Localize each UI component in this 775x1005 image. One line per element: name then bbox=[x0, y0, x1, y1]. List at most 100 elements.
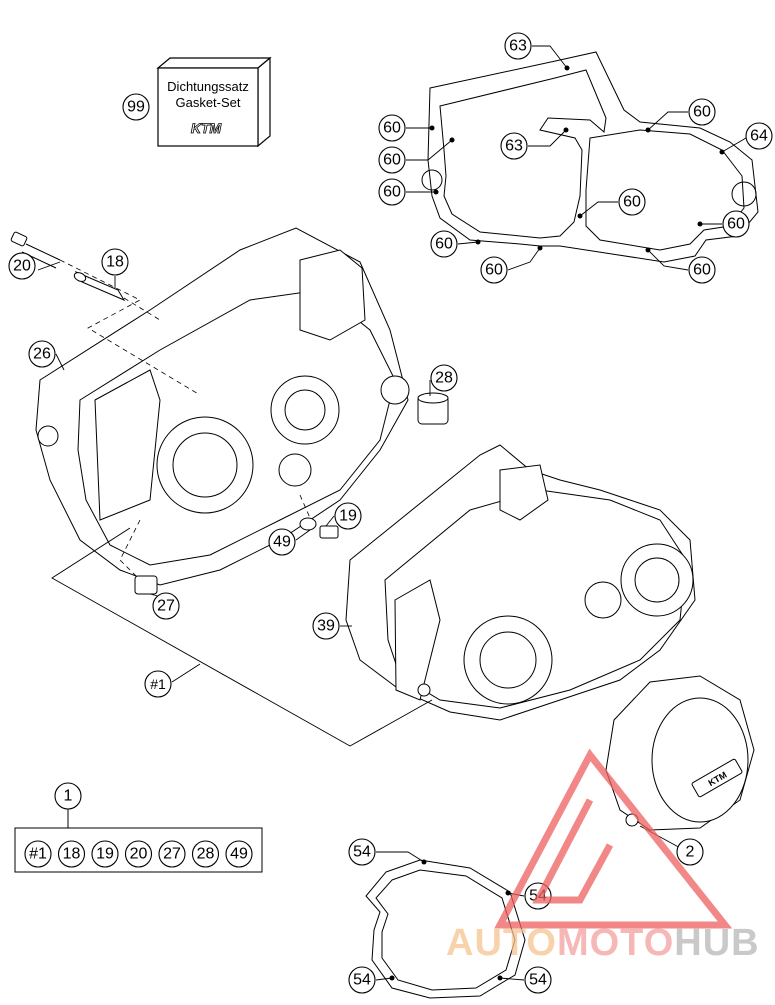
kit-item-circle bbox=[191, 840, 220, 868]
callout-60f: 60 bbox=[722, 210, 750, 238]
left-small-bore bbox=[278, 453, 312, 487]
leader-60i bbox=[647, 249, 689, 271]
wm-triangle-inner bbox=[532, 798, 614, 904]
dowel-18 bbox=[73, 270, 126, 302]
svg-text:1: 1 bbox=[64, 788, 73, 805]
callout-sub1: #1 bbox=[144, 670, 172, 698]
right-case-ribs bbox=[394, 579, 441, 701]
callout-63b: 63 bbox=[500, 132, 528, 160]
gasket-inner-cylinder bbox=[439, 69, 607, 239]
kit-item-49: 49 bbox=[225, 840, 253, 868]
leader-60g bbox=[457, 241, 479, 245]
leader-64 bbox=[721, 137, 747, 153]
kit-label-german: Dichtungssatz bbox=[167, 79, 249, 94]
kit-item-label: 18 bbox=[63, 846, 81, 863]
leader-63a bbox=[532, 45, 568, 69]
leader-sub1 bbox=[171, 663, 201, 683]
callout-60d: 60 bbox=[688, 98, 716, 126]
kit-box-front bbox=[157, 67, 259, 147]
callout-54d: 54 bbox=[524, 966, 552, 994]
gasket-bolt-dots bbox=[429, 65, 725, 253]
callout-99: 99 bbox=[122, 93, 150, 121]
washer bbox=[299, 517, 317, 531]
assembly-bracket-lines bbox=[51, 527, 433, 747]
leader-60e bbox=[579, 201, 618, 217]
svg-text:63: 63 bbox=[509, 38, 527, 55]
svg-text:63: 63 bbox=[505, 138, 523, 155]
leader-60d bbox=[647, 111, 688, 131]
callout-63a: 63 bbox=[504, 32, 532, 60]
leader-lines bbox=[37, 45, 747, 981]
callout-49: 49 bbox=[268, 528, 296, 556]
callout-60h: 60 bbox=[480, 256, 508, 284]
kit-item-circle bbox=[225, 840, 253, 868]
watermark: AUTOMOTOHUB bbox=[446, 748, 760, 964]
ignition-cover bbox=[605, 675, 755, 831]
right-case-hole bbox=[417, 683, 431, 697]
gasket-inner-main bbox=[585, 129, 745, 251]
guide-49 bbox=[299, 494, 311, 519]
kit-item-19: 19 bbox=[91, 840, 119, 868]
bolt-19-washer-49 bbox=[299, 517, 339, 539]
svg-text:60: 60 bbox=[435, 236, 453, 253]
kit-item-18: 18 bbox=[57, 840, 86, 868]
kit-item-label: #1 bbox=[29, 846, 47, 863]
bushing-top bbox=[417, 392, 449, 404]
wm-triangle-outer bbox=[494, 748, 733, 929]
right-small-bore bbox=[584, 581, 622, 619]
stud-shank-a bbox=[25, 243, 61, 261]
callout-54c: 54 bbox=[348, 966, 376, 994]
watermark-hub: HUB bbox=[674, 922, 759, 964]
guide-18 bbox=[123, 297, 161, 321]
leader-54a bbox=[376, 851, 425, 863]
gasket-outline bbox=[427, 51, 759, 263]
left-gasket-hole bbox=[37, 425, 59, 447]
gasket-kit-box bbox=[156, 56, 272, 148]
svg-text:60: 60 bbox=[383, 120, 401, 137]
callout-60b: 60 bbox=[378, 146, 406, 174]
watermark-text: AUTOMOTOHUB bbox=[446, 922, 760, 964]
svg-text:64: 64 bbox=[750, 128, 768, 145]
kit-item-circle bbox=[57, 840, 86, 868]
bolt-head bbox=[319, 525, 339, 539]
svg-text:2: 2 bbox=[686, 844, 695, 861]
svg-text:49: 49 bbox=[273, 534, 291, 551]
kit-box-top bbox=[156, 57, 272, 69]
leader-19 bbox=[325, 515, 335, 527]
kit-item-label: 49 bbox=[230, 846, 248, 863]
kit-item-circle bbox=[91, 840, 119, 868]
right-bearing-inner bbox=[479, 631, 537, 689]
callout-26: 26 bbox=[28, 340, 56, 368]
watermark-moto: MOTO bbox=[557, 922, 674, 964]
callout-27: 27 bbox=[152, 592, 180, 620]
svg-text:54: 54 bbox=[353, 972, 371, 989]
guide-20 bbox=[59, 259, 201, 396]
gasket-dowel-hole bbox=[731, 181, 757, 207]
callout-1: 1 bbox=[54, 782, 82, 810]
svg-text:26: 26 bbox=[33, 346, 51, 363]
callouts: 99 63 63 64 60 60 60 60 60 60 60 60 60 2… bbox=[8, 32, 773, 994]
left-case-body bbox=[77, 289, 396, 566]
svg-text:60: 60 bbox=[383, 152, 401, 169]
left-gear-inner bbox=[284, 389, 326, 431]
kit-item-label: 27 bbox=[163, 846, 181, 863]
kit-item-label: 28 bbox=[197, 846, 215, 863]
kit-box-side bbox=[257, 56, 271, 148]
leader-54c bbox=[375, 977, 393, 981]
gasket-side-hole bbox=[421, 169, 443, 191]
svg-text:60: 60 bbox=[383, 184, 401, 201]
svg-text:54: 54 bbox=[529, 972, 547, 989]
cover-face bbox=[651, 697, 749, 823]
svg-text:60: 60 bbox=[623, 194, 641, 211]
leader-60b bbox=[406, 139, 453, 161]
right-gear-inner bbox=[634, 557, 680, 603]
crankcase-gasket bbox=[421, 51, 759, 263]
callout-20: 20 bbox=[8, 252, 36, 280]
kit-brand-logo: KTM bbox=[191, 120, 222, 136]
svg-text:20: 20 bbox=[13, 258, 31, 275]
watermark-auto: AUTO bbox=[446, 922, 557, 964]
bushing-28 bbox=[417, 392, 449, 425]
callout-60g: 60 bbox=[430, 230, 458, 258]
kit-item-sub1: #1 bbox=[24, 840, 52, 868]
